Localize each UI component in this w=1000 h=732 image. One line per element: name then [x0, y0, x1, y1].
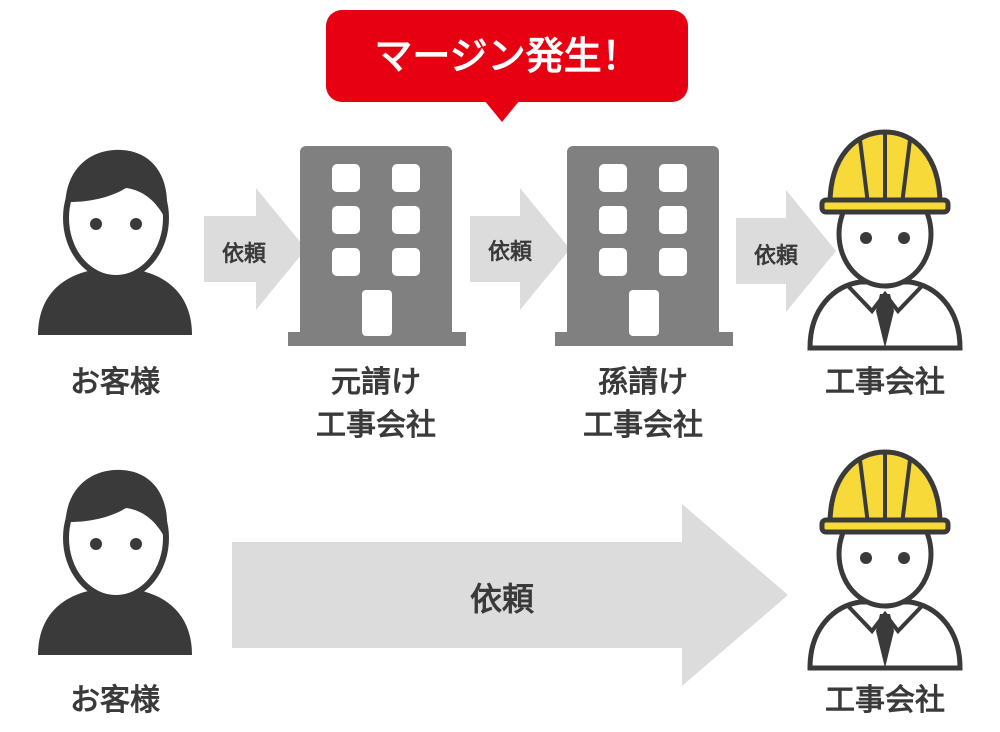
sub-contractor-label-line2: 工事会社: [583, 408, 703, 443]
customer-label-bottom: お客様: [70, 683, 160, 718]
callout-text: マージン発生！: [374, 34, 640, 78]
contractor-worker-icon: [807, 129, 963, 351]
sub-contractor-label-line1: 孫請け: [598, 365, 688, 400]
request-arrow-2-icon: [470, 188, 570, 310]
customer-person-icon-bottom: [38, 469, 192, 655]
prime-contractor-label-line2: 工事会社: [316, 408, 436, 443]
customer-person-icon: [38, 149, 192, 335]
contractor-label-bottom: 工事会社: [825, 683, 945, 718]
direct-request-arrow-label: 依頼: [469, 580, 534, 618]
direct-request-arrow-icon: [232, 504, 788, 686]
prime-contractor-building-icon: [288, 146, 466, 346]
request-arrow-2-label: 依頼: [487, 240, 532, 265]
sub-contractor-building-icon: [555, 146, 733, 346]
request-arrow-3-label: 依頼: [753, 244, 798, 269]
request-arrow-1-icon: [204, 188, 306, 310]
contractor-label-top: 工事会社: [825, 365, 945, 400]
callout-tail: [484, 100, 520, 122]
callout-box: マージン発生！: [326, 10, 688, 102]
customer-label-top: お客様: [70, 365, 160, 400]
prime-contractor-label-line1: 元請け: [331, 365, 421, 400]
request-arrow-1-label: 依頼: [221, 242, 266, 267]
contractor-worker-icon-bottom: [807, 449, 963, 671]
request-arrow-3-icon: [736, 190, 836, 312]
